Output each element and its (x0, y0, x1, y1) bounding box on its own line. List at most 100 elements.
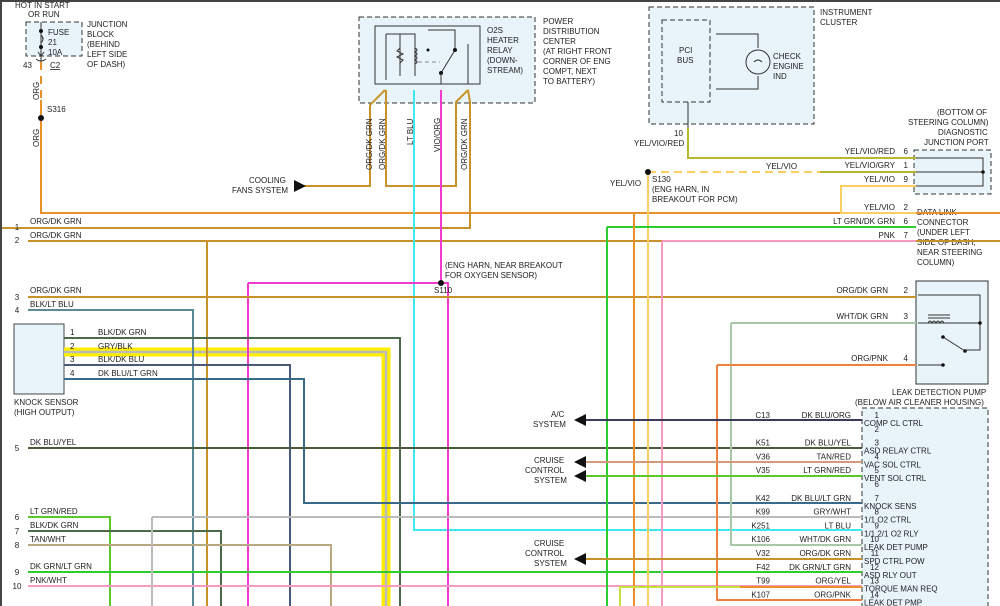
component-name: DIAGNOSTIC (938, 128, 988, 137)
system-label: CONTROL (525, 549, 565, 558)
check-engine-lamp-icon (745, 49, 771, 75)
pcm-pin-function: LEAK DET PUMP (864, 543, 928, 552)
left-pin-number: 10 (13, 582, 22, 591)
relay-name: RELAY (487, 46, 513, 55)
pcm-pin-number: 2 (875, 425, 880, 434)
pcm-wire-label: LT BLU (825, 521, 852, 530)
pcm-wire-label: ORG/DK GRN (799, 549, 851, 558)
pcm-circuit-id: K42 (756, 494, 771, 503)
component-name: KNOCK SENSOR (14, 398, 79, 407)
system-label: FANS SYSTEM (232, 186, 288, 195)
pin-number: 10 (674, 129, 683, 138)
wire-gry-blk-highlight (64, 347, 391, 606)
wire-pnk-dlc (661, 240, 916, 606)
wire-label: LT BLU (406, 118, 415, 145)
system-label: A/C (551, 410, 565, 419)
system-label: SYSTEM (533, 420, 566, 429)
ldp-pin-number: 2 (904, 286, 909, 295)
splice-id: S130 (652, 175, 671, 184)
component-name: CENTER (543, 37, 576, 46)
left-pin-number: 9 (15, 568, 20, 577)
knock-pin-number: 4 (70, 369, 75, 378)
knock-wire-label: BLK/DK GRN (98, 328, 147, 337)
left-pin-number: 5 (15, 444, 20, 453)
djp-pin-number: 9 (904, 175, 909, 184)
ac-system: A/C SYSTEM (533, 410, 566, 429)
pcm-pin-function: ASD RLY OUT (864, 571, 917, 580)
djp-pin-number: 6 (904, 147, 909, 156)
pcm-pin-function: SPD CTRL POW (864, 557, 925, 566)
wires (0, 62, 1000, 606)
splice-note: BREAKOUT FOR PCM) (652, 195, 738, 204)
pcm-wire-label: DK BLU/YEL (805, 439, 852, 448)
left-wire-label: BLK/DK GRN (30, 521, 79, 530)
splice-note: FOR OXYGEN SENSOR) (445, 271, 537, 280)
wire-org-yel (619, 586, 740, 606)
ldp-wire-label: ORG/DK GRN (836, 286, 888, 295)
pcm-pin-number: 7 (875, 494, 880, 503)
left-pin-number: 2 (15, 236, 20, 245)
wire-yel-vio-red (687, 128, 916, 159)
pcm-wire-label: DK GRN/LT GRN (789, 563, 851, 572)
wire-lt-grn-dk-grn (606, 226, 916, 606)
system-label: CRUISE (534, 539, 564, 548)
component-name: OF DASH) (87, 60, 126, 69)
pcm-pin-number: 13 (870, 577, 879, 586)
pcm-circuit-id: V35 (756, 466, 771, 475)
knock-wire-label: GRY/BLK (98, 342, 133, 351)
component-name: (BEHIND (87, 40, 120, 49)
pcm-pin-function: KNOCK SENS (864, 502, 916, 511)
fuse-number: 21 (48, 38, 57, 47)
wire-label: ORG (32, 129, 41, 147)
pcm-circuit-id: K106 (751, 535, 770, 544)
pcm-pin-function: ASD RELAY CTRL (864, 447, 932, 456)
pcm-wire-label: GRY/WHT (813, 508, 851, 517)
pci-bus-label: PCI (679, 46, 692, 55)
component-name: CORNER OF ENG (543, 57, 611, 66)
ldp-pin-number: 3 (904, 312, 909, 321)
lamp-label: CHECK (773, 52, 802, 61)
ldp-pin-number: 4 (904, 354, 909, 363)
pcm-pin-number: 6 (875, 480, 880, 489)
knock-pin-number: 1 (70, 328, 75, 337)
splice-s130: S130 (ENG HARN, IN BREAKOUT FOR PCM) YEL… (610, 162, 797, 204)
wire-vio-org (247, 90, 449, 606)
wire-pin8 (28, 544, 332, 606)
splice-id: S110 (434, 286, 453, 295)
diagnostic-junction-port: (BOTTOM OF STEERING COLUMN) DIAGNOSTIC J… (908, 108, 992, 195)
system-label: CONTROL (525, 466, 565, 475)
lamp-label: IND (773, 72, 787, 81)
left-wire-label: TAN/WHT (30, 535, 66, 544)
wire-relay-5 (0, 89, 471, 229)
pcm-circuit-id: K99 (756, 508, 771, 517)
pcm-pin-function: 1/1 2/1 O2 RLY (864, 529, 919, 538)
system-label: SYSTEM (534, 476, 567, 485)
component-name: (BOTTOM OF (937, 108, 987, 117)
left-pin-number: 3 (15, 293, 20, 302)
pcm-pin-function: TORQUE MAN REQ (864, 585, 938, 594)
wire-relay-2 (385, 89, 469, 187)
wire-yel-vio-dlc (840, 185, 916, 214)
knock-sensor: KNOCK SENSOR (HIGH OUTPUT) (13, 323, 79, 417)
component-name: STEERING COLUMN) (908, 118, 989, 127)
wire-relay-1 (294, 89, 386, 192)
pcm-wire-label: LT GRN/RED (803, 466, 851, 475)
connector-id: C2 (50, 61, 61, 70)
component-name: COMPT, NEXT (543, 67, 597, 76)
system-label: COOLING (249, 176, 286, 185)
component-name: (HIGH OUTPUT) (14, 408, 75, 417)
relay-name: O2S (487, 26, 503, 35)
component-name: BLOCK (87, 30, 115, 39)
pcm-pin-number: 12 (870, 563, 879, 572)
pcm-pin-function: LEAK DET PMP (864, 598, 922, 606)
wire-ks3 (64, 364, 291, 606)
wire-label: ORG/DK GRN (365, 118, 374, 170)
wire-pin7 (28, 530, 222, 606)
component-name: (AT RIGHT FRONT (543, 47, 612, 56)
wire-label: ORG/DK GRN (378, 118, 387, 170)
knock-pin-number: 2 (70, 342, 75, 351)
cruise-control-system-2: CRUISE CONTROL SYSTEM (525, 539, 567, 568)
wire-label: YEL/VIO/RED (634, 139, 684, 148)
pcm-pin-number: 4 (875, 452, 880, 461)
